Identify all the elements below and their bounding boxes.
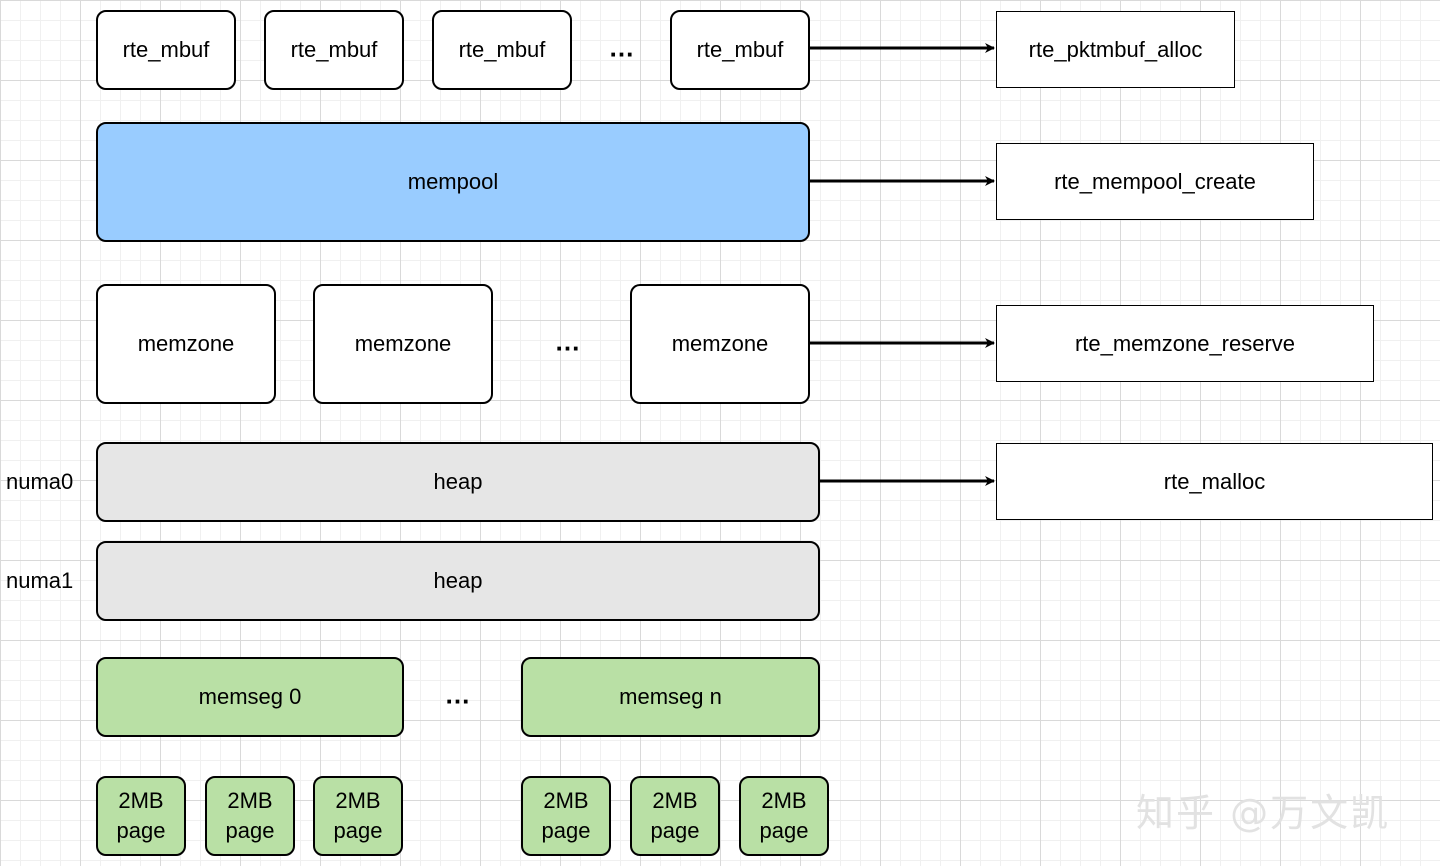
page-box-4: 2MB page bbox=[521, 776, 611, 856]
rte-pktmbuf-alloc-box: rte_pktmbuf_alloc bbox=[996, 11, 1235, 88]
memseg-box-0: memseg 0 bbox=[96, 657, 404, 737]
memseg-label: memseg 0 bbox=[198, 684, 302, 710]
page-box-3: 2MB page bbox=[313, 776, 403, 856]
page-word-text: page bbox=[333, 818, 383, 843]
page-word-text: page bbox=[650, 818, 700, 843]
heap-box-numa0: heap bbox=[96, 442, 820, 522]
rte-mbuf-box-1: rte_mbuf bbox=[96, 10, 236, 90]
page-box-1: 2MB page bbox=[96, 776, 186, 856]
page-box-2: 2MB page bbox=[205, 776, 295, 856]
page-label: 2MB page bbox=[334, 786, 383, 845]
rte-memzone-reserve-label: rte_memzone_reserve bbox=[1074, 330, 1296, 356]
rte-mbuf-box-4: rte_mbuf bbox=[670, 10, 810, 90]
rte-pktmbuf-alloc-label: rte_pktmbuf_alloc bbox=[1028, 36, 1203, 62]
page-size-text: 2MB bbox=[761, 788, 807, 814]
page-box-6: 2MB page bbox=[739, 776, 829, 856]
page-size-text: 2MB bbox=[652, 788, 698, 814]
memzone-box-1: memzone bbox=[96, 284, 276, 404]
memseg-ellipsis: … bbox=[444, 679, 472, 710]
page-size-text: 2MB bbox=[543, 788, 589, 814]
page-word-text: page bbox=[116, 818, 166, 843]
rte-mbuf-label: rte_mbuf bbox=[290, 37, 378, 63]
heap-box-numa1: heap bbox=[96, 541, 820, 621]
page-label: 2MB page bbox=[760, 786, 809, 845]
rte-malloc-box: rte_malloc bbox=[996, 443, 1433, 520]
rte-malloc-label: rte_malloc bbox=[1163, 468, 1266, 494]
rte-mbuf-box-2: rte_mbuf bbox=[264, 10, 404, 90]
memzone-label: memzone bbox=[354, 331, 452, 357]
page-size-text: 2MB bbox=[335, 788, 381, 814]
memzone-ellipsis: … bbox=[554, 326, 582, 357]
page-box-5: 2MB page bbox=[630, 776, 720, 856]
memseg-label: memseg n bbox=[619, 684, 722, 710]
page-word-text: page bbox=[759, 818, 809, 843]
memzone-box-2: memzone bbox=[313, 284, 493, 404]
page-label: 2MB page bbox=[651, 786, 700, 845]
rte-mbuf-box-3: rte_mbuf bbox=[432, 10, 572, 90]
rte-mbuf-label: rte_mbuf bbox=[458, 37, 546, 63]
numa1-label: numa1 bbox=[6, 568, 74, 593]
watermark-text: 知乎 @万文凯 bbox=[1136, 791, 1391, 835]
rte-memzone-reserve-box: rte_memzone_reserve bbox=[996, 305, 1374, 382]
rte-mempool-create-label: rte_mempool_create bbox=[1054, 168, 1256, 194]
mbuf-ellipsis: … bbox=[608, 32, 636, 63]
page-size-text: 2MB bbox=[118, 788, 164, 814]
rte-mbuf-label: rte_mbuf bbox=[122, 37, 210, 63]
memzone-label: memzone bbox=[137, 331, 235, 357]
heap-label: heap bbox=[433, 568, 483, 594]
memzone-label: memzone bbox=[671, 331, 769, 357]
page-label: 2MB page bbox=[542, 786, 591, 845]
numa0-label: numa0 bbox=[6, 469, 74, 494]
mempool-label: mempool bbox=[407, 169, 499, 195]
page-size-text: 2MB bbox=[227, 788, 273, 814]
memzone-box-3: memzone bbox=[630, 284, 810, 404]
rte-mbuf-label: rte_mbuf bbox=[696, 37, 784, 63]
page-label: 2MB page bbox=[226, 786, 275, 845]
heap-label: heap bbox=[433, 469, 483, 495]
rte-mempool-create-box: rte_mempool_create bbox=[996, 143, 1314, 220]
page-label: 2MB page bbox=[117, 786, 166, 845]
page-word-text: page bbox=[225, 818, 275, 843]
page-word-text: page bbox=[541, 818, 591, 843]
memseg-box-n: memseg n bbox=[521, 657, 820, 737]
mempool-box: mempool bbox=[96, 122, 810, 242]
